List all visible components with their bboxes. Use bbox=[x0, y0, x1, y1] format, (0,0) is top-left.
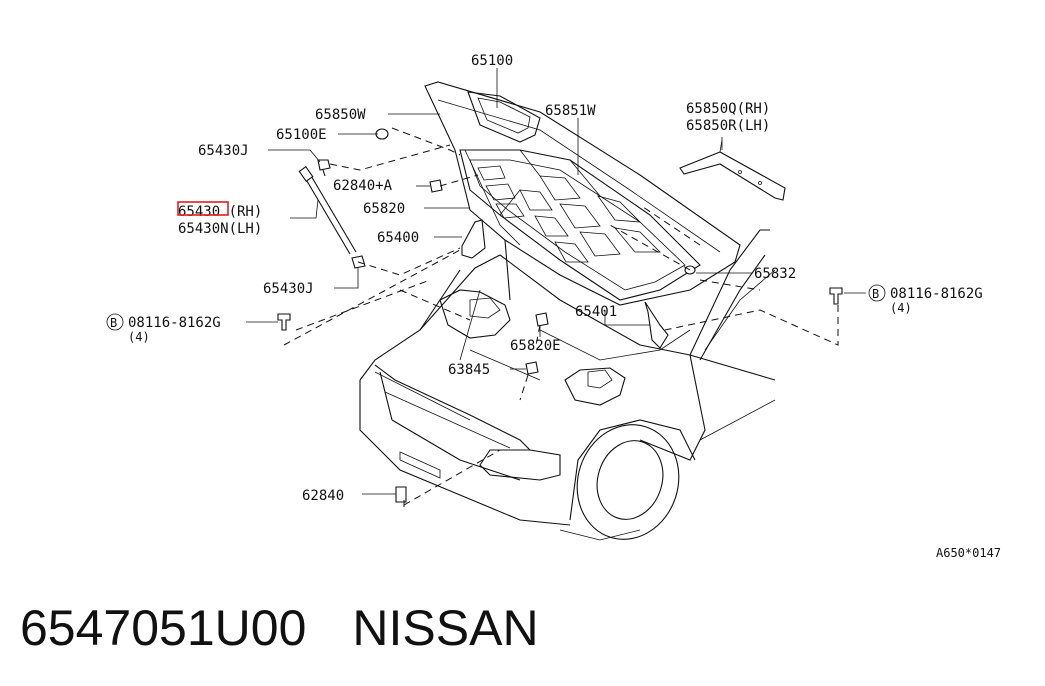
label-65400: 65400 bbox=[377, 230, 419, 246]
label-bolt-left-qty: (4) bbox=[128, 330, 150, 344]
label-65820: 65820 bbox=[363, 201, 405, 217]
bolt-symbol-right-circle bbox=[868, 284, 886, 302]
part-number: 6547051U00 bbox=[20, 600, 307, 656]
diagram-code: A650*0147 bbox=[936, 546, 1001, 560]
label-bolt-right-qty: (4) bbox=[890, 301, 912, 315]
bolt-symbol-left-circle bbox=[106, 313, 124, 331]
label-62840: 62840 bbox=[302, 488, 344, 504]
leader-lines bbox=[246, 68, 866, 495]
brand-name: NISSAN bbox=[352, 600, 539, 656]
label-65430j-upper: 65430J bbox=[198, 143, 249, 159]
label-65430-rh: 65430 (RH) bbox=[178, 204, 262, 220]
label-63845: 63845 bbox=[448, 362, 490, 378]
dashed-leaders bbox=[283, 127, 839, 512]
highlight-box bbox=[177, 201, 229, 216]
car-body bbox=[359, 229, 776, 541]
label-65430n-lh: 65430N(LH) bbox=[178, 221, 262, 237]
label-65100: 65100 bbox=[471, 53, 513, 69]
label-bolt-left: 08116-8162G bbox=[128, 315, 221, 331]
label-65850w: 65850W bbox=[315, 107, 366, 123]
label-65820e: 65820E bbox=[510, 338, 561, 354]
label-65401: 65401 bbox=[575, 304, 617, 320]
hood-panel bbox=[424, 81, 741, 306]
bolt-symbol-right: B bbox=[872, 287, 879, 301]
label-65430j-lower: 65430J bbox=[263, 281, 314, 297]
label-bolt-right: 08116-8162G bbox=[890, 286, 983, 302]
small-parts bbox=[277, 128, 843, 503]
label-65100e: 65100E bbox=[276, 127, 327, 143]
part-number-footer: 6547051U00 NISSAN bbox=[20, 598, 539, 658]
hood-parts-diagram: 65100 65850W 65851W 65850Q(RH) 65850R(LH… bbox=[106, 53, 1001, 560]
label-65832: 65832 bbox=[754, 266, 796, 282]
seal-strip-right bbox=[679, 139, 786, 201]
label-65850r-lh: 65850R(LH) bbox=[686, 118, 770, 134]
callout-labels: 65100 65850W 65851W 65850Q(RH) 65850R(LH… bbox=[106, 53, 1001, 560]
label-65850q-rh: 65850Q(RH) bbox=[686, 101, 770, 117]
bolt-symbol-left: B bbox=[110, 316, 117, 330]
label-65851w: 65851W bbox=[545, 103, 596, 119]
label-62840a: 62840+A bbox=[333, 178, 393, 194]
